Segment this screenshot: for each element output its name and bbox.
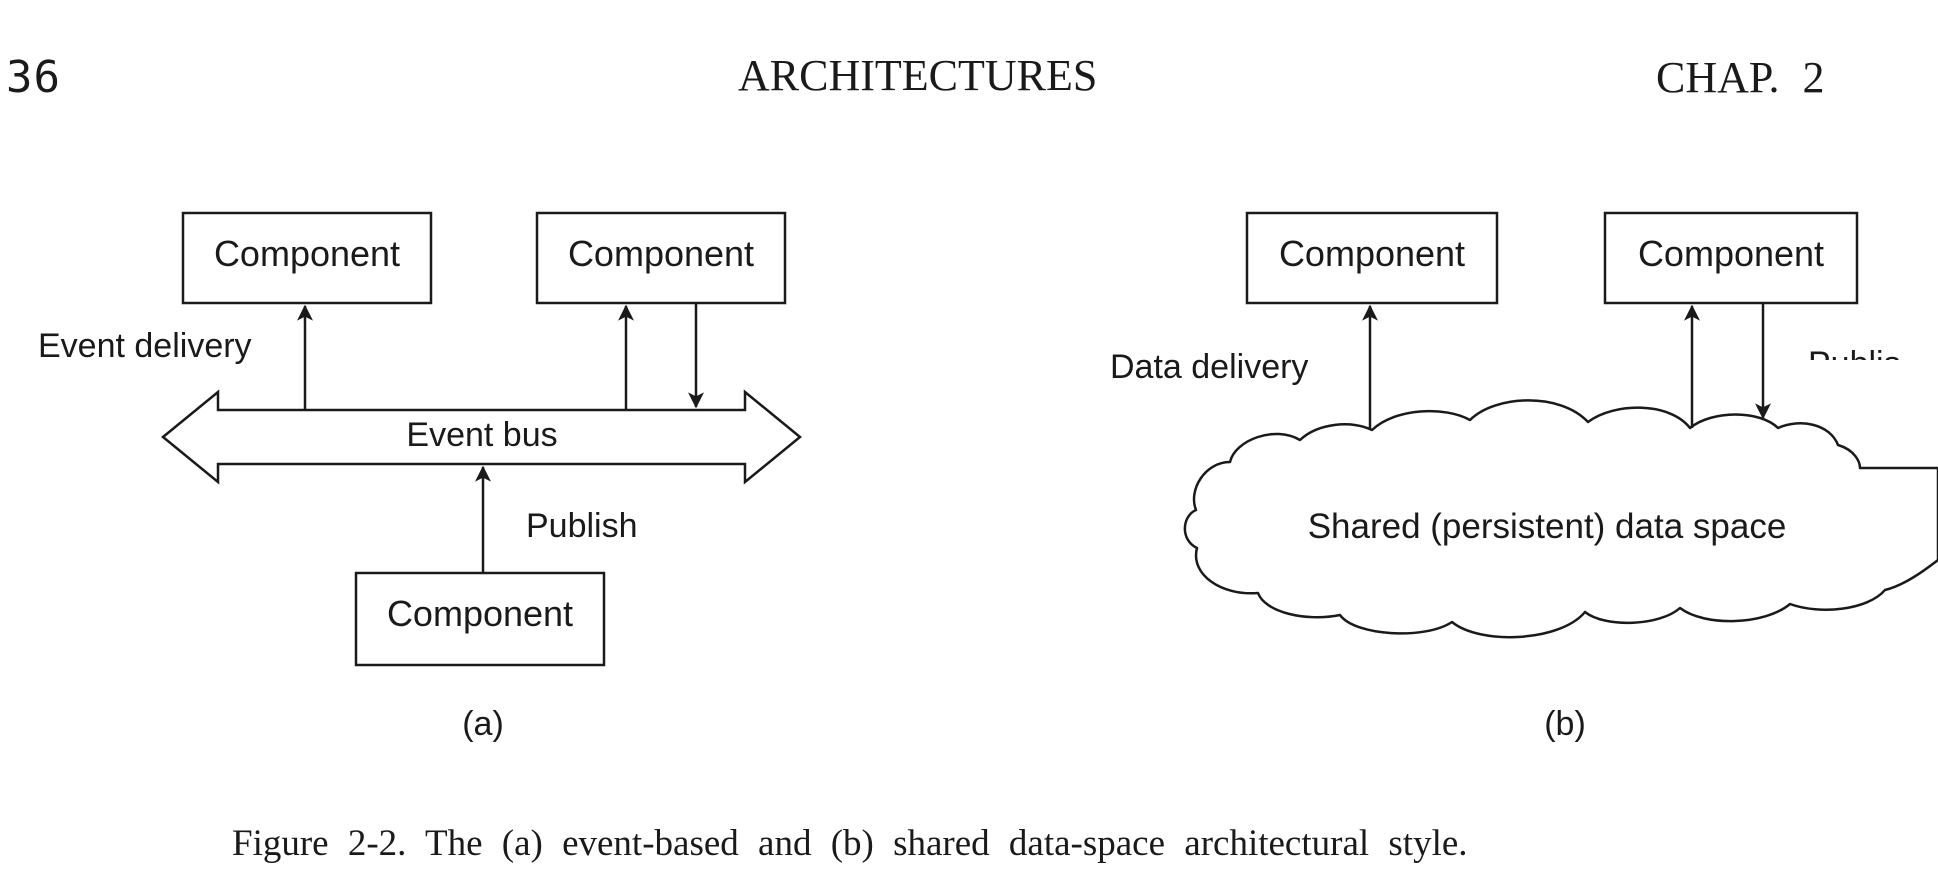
component-label: Component: [214, 233, 400, 274]
chapter-label: CHAP. 2: [1656, 53, 1825, 102]
shared-data-space-label: Shared (persistent) data space: [1308, 507, 1787, 546]
figure-caption: Figure 2-2. The (a) event-based and (b) …: [232, 823, 1468, 864]
component-label: Component: [1279, 233, 1465, 274]
event-bus-label: Event bus: [406, 416, 557, 454]
component-label: Component: [387, 593, 573, 634]
data-delivery-label: Data delivery: [1110, 348, 1308, 386]
shared-data-space-cloud: [1183, 399, 1938, 639]
component-box-b-right: Component: [1603, 211, 1859, 305]
figure-b: Shared (persistent) data space Component…: [1110, 211, 1938, 743]
publish-label-a: Publish: [526, 507, 638, 545]
sublabel-a: (a): [462, 705, 504, 743]
sublabel-b: (b): [1544, 705, 1586, 743]
event-bus-shape: [161, 389, 802, 485]
figure-a: Component Component Component Event bus …: [38, 211, 802, 743]
component-box-b-left: Component: [1245, 211, 1499, 305]
publish-label-b: Publish: [1808, 345, 1920, 383]
component-box-a-bottom: Component: [354, 571, 606, 667]
component-label: Component: [568, 233, 754, 274]
component-label: Component: [1638, 233, 1824, 274]
event-delivery-label: Event delivery: [38, 327, 252, 365]
component-box-a-top-right: Component: [535, 211, 787, 305]
running-head-title: ARCHITECTURES: [738, 51, 1098, 100]
page-number: 36: [6, 52, 61, 103]
component-box-a-top-left: Component: [181, 211, 433, 305]
